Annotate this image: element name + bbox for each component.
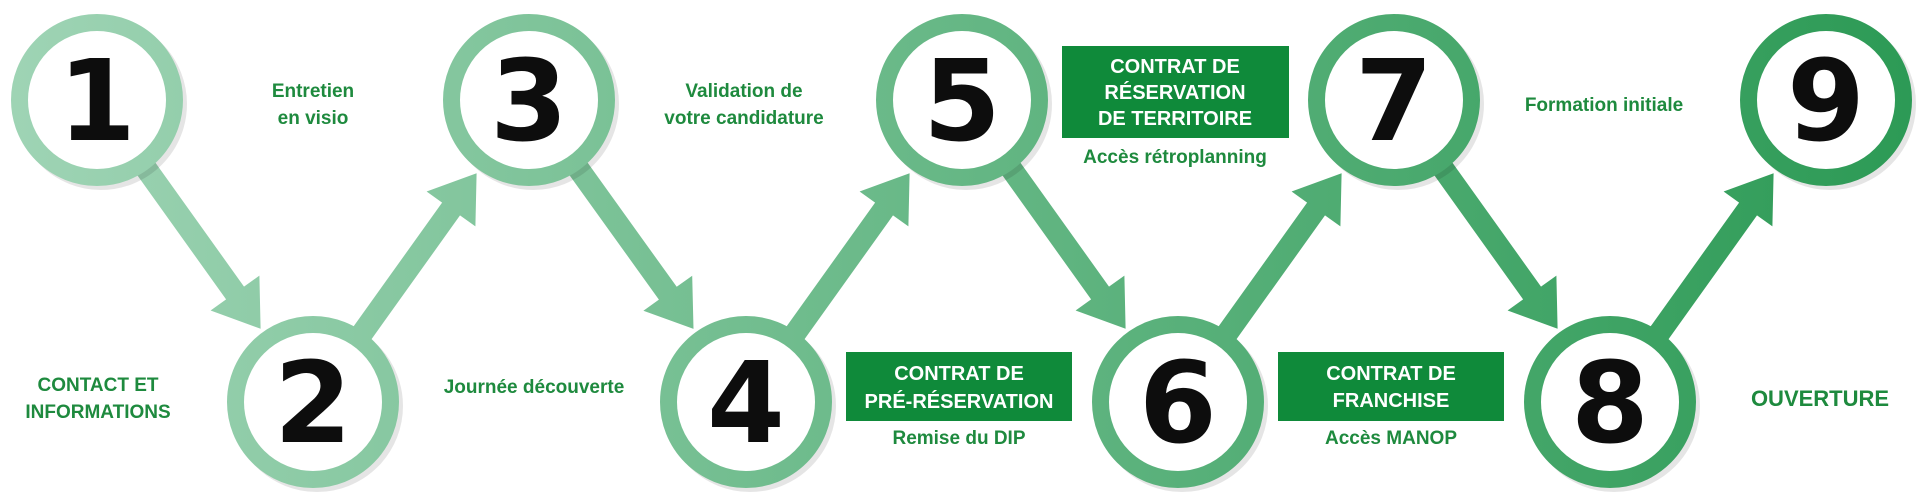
step-2-number: 2 — [274, 339, 352, 469]
label-acces-retroplanning: Accès rétroplanning — [1083, 147, 1267, 168]
step-4-circle — [660, 316, 832, 488]
label-validation-line2: votre candidature — [664, 108, 823, 129]
box-territoire-line2: RÉSERVATION — [1104, 81, 1245, 104]
label-remise-dip: Remise du DIP — [892, 428, 1025, 449]
step-9-circle — [1740, 14, 1912, 186]
step-3: 3 — [443, 14, 619, 190]
step-3-circle — [443, 14, 615, 186]
arrow-1-to-2 — [132, 155, 261, 329]
step-5-number: 5 — [923, 37, 1001, 167]
step-9: 9 — [1740, 14, 1916, 190]
step-9-number: 9 — [1787, 37, 1865, 167]
step-6-number: 6 — [1139, 339, 1217, 469]
step-5: 5 — [876, 14, 1052, 190]
arrow-4-to-5 — [781, 173, 910, 347]
box-franchise-line2: FRANCHISE — [1333, 390, 1450, 412]
box-pre-reservation-line1: CONTRAT DE — [894, 363, 1024, 385]
label-validation-line1: Validation de — [685, 81, 802, 102]
box-reservation-territoire — [1062, 46, 1289, 138]
step-1-number: 1 — [58, 37, 136, 167]
label-journee-decouverte: Journée découverte — [444, 377, 625, 398]
arrow-2-to-3 — [348, 173, 477, 347]
step-8: 8 — [1524, 316, 1700, 492]
step-2-circle — [227, 316, 399, 488]
box-franchise — [1278, 352, 1504, 421]
arrow-7-to-8 — [1429, 155, 1558, 329]
step-6: 6 — [1092, 316, 1268, 492]
label-entretien-line2: en visio — [278, 108, 349, 129]
step-7-number: 7 — [1355, 37, 1433, 167]
label-formation-initiale: Formation initiale — [1525, 95, 1683, 116]
arrows-layer — [132, 155, 1774, 347]
label-ouverture: OUVERTURE — [1751, 386, 1889, 411]
step-1-circle — [11, 14, 183, 186]
box-franchise-line1: CONTRAT DE — [1326, 363, 1456, 385]
step-3-number: 3 — [490, 37, 568, 167]
box-pre-reservation-line2: PRÉ-RÉSERVATION — [865, 390, 1054, 413]
box-territoire-line1: CONTRAT DE — [1110, 56, 1240, 78]
step-8-circle — [1524, 316, 1696, 488]
box-territoire-line3: DE TERRITOIRE — [1098, 108, 1252, 130]
step-4-number: 4 — [707, 339, 785, 469]
step-8-number: 8 — [1571, 339, 1649, 469]
step-7-circle — [1308, 14, 1480, 186]
box-pre-reservation — [846, 352, 1072, 421]
step-5-circle — [876, 14, 1048, 186]
step-1: 1 — [11, 14, 187, 190]
arrow-3-to-4 — [564, 155, 694, 329]
label-entretien-line1: Entretien — [272, 81, 354, 102]
circles-layer: 1 2 3 4 5 6 7 8 9 — [11, 14, 1916, 492]
step-2: 2 — [227, 316, 403, 492]
arrow-8-to-9 — [1645, 173, 1774, 347]
step-4: 4 — [660, 316, 836, 492]
label-contact-line1: CONTACT ET — [37, 375, 158, 396]
step-7: 7 — [1308, 14, 1484, 190]
label-acces-manop: Accès MANOP — [1325, 428, 1457, 449]
step-6-circle — [1092, 316, 1264, 488]
label-contact-line2: INFORMATIONS — [25, 402, 170, 423]
arrow-5-to-6 — [997, 155, 1126, 329]
arrow-6-to-7 — [1213, 173, 1342, 347]
